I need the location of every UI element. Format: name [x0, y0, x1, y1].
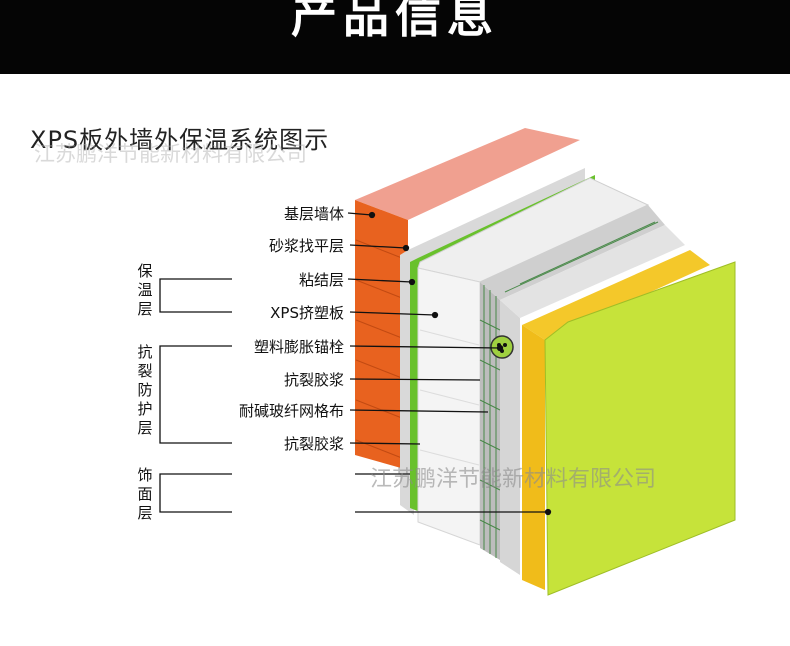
- group-crack-protection: 抗裂防护层: [137, 343, 153, 437]
- header-banner: 产品信息: [0, 0, 790, 74]
- xps-lines: [419, 329, 480, 466]
- xps-board-front: [417, 267, 481, 546]
- banner-title: 产品信息: [291, 0, 499, 43]
- mesh-layer-top: [480, 205, 665, 300]
- finish-layer: [544, 261, 736, 596]
- label-crack-mortar-2: 抗裂胶浆: [283, 435, 344, 453]
- diagram-title: XPS板外墙外保温系统图示: [30, 126, 330, 154]
- watermark-top: 江苏鹏洋节能新材料有限公司: [34, 142, 307, 166]
- watermark-bottom: 江苏鹏洋节能新材料有限公司: [370, 467, 657, 492]
- label-mortar: 砂浆找平层: [268, 237, 344, 255]
- yellow-layer: [522, 250, 710, 340]
- label-mesh: 耐碱玻纤网格布: [238, 402, 344, 420]
- group-finish: 饰面层: [137, 466, 153, 522]
- leader-lines: [347, 211, 552, 516]
- label-base-wall: 基层墙体: [283, 205, 344, 223]
- label-xps: XPS挤塑板: [270, 304, 344, 322]
- outer-mortar-top: [500, 225, 685, 318]
- base-wall-top: [355, 128, 580, 220]
- yellow-layer-front: [522, 325, 545, 590]
- group-insulation: 保温层: [137, 262, 153, 318]
- label-anchor: 塑料膨胀锚栓: [253, 338, 344, 356]
- brick-texture: [355, 239, 408, 461]
- group-brackets: [159, 278, 232, 513]
- base-wall-front: [355, 200, 408, 470]
- label-crack-mortar-1: 抗裂胶浆: [283, 371, 344, 389]
- outer-mortar: [500, 300, 520, 575]
- label-bond: 粘结层: [298, 271, 344, 289]
